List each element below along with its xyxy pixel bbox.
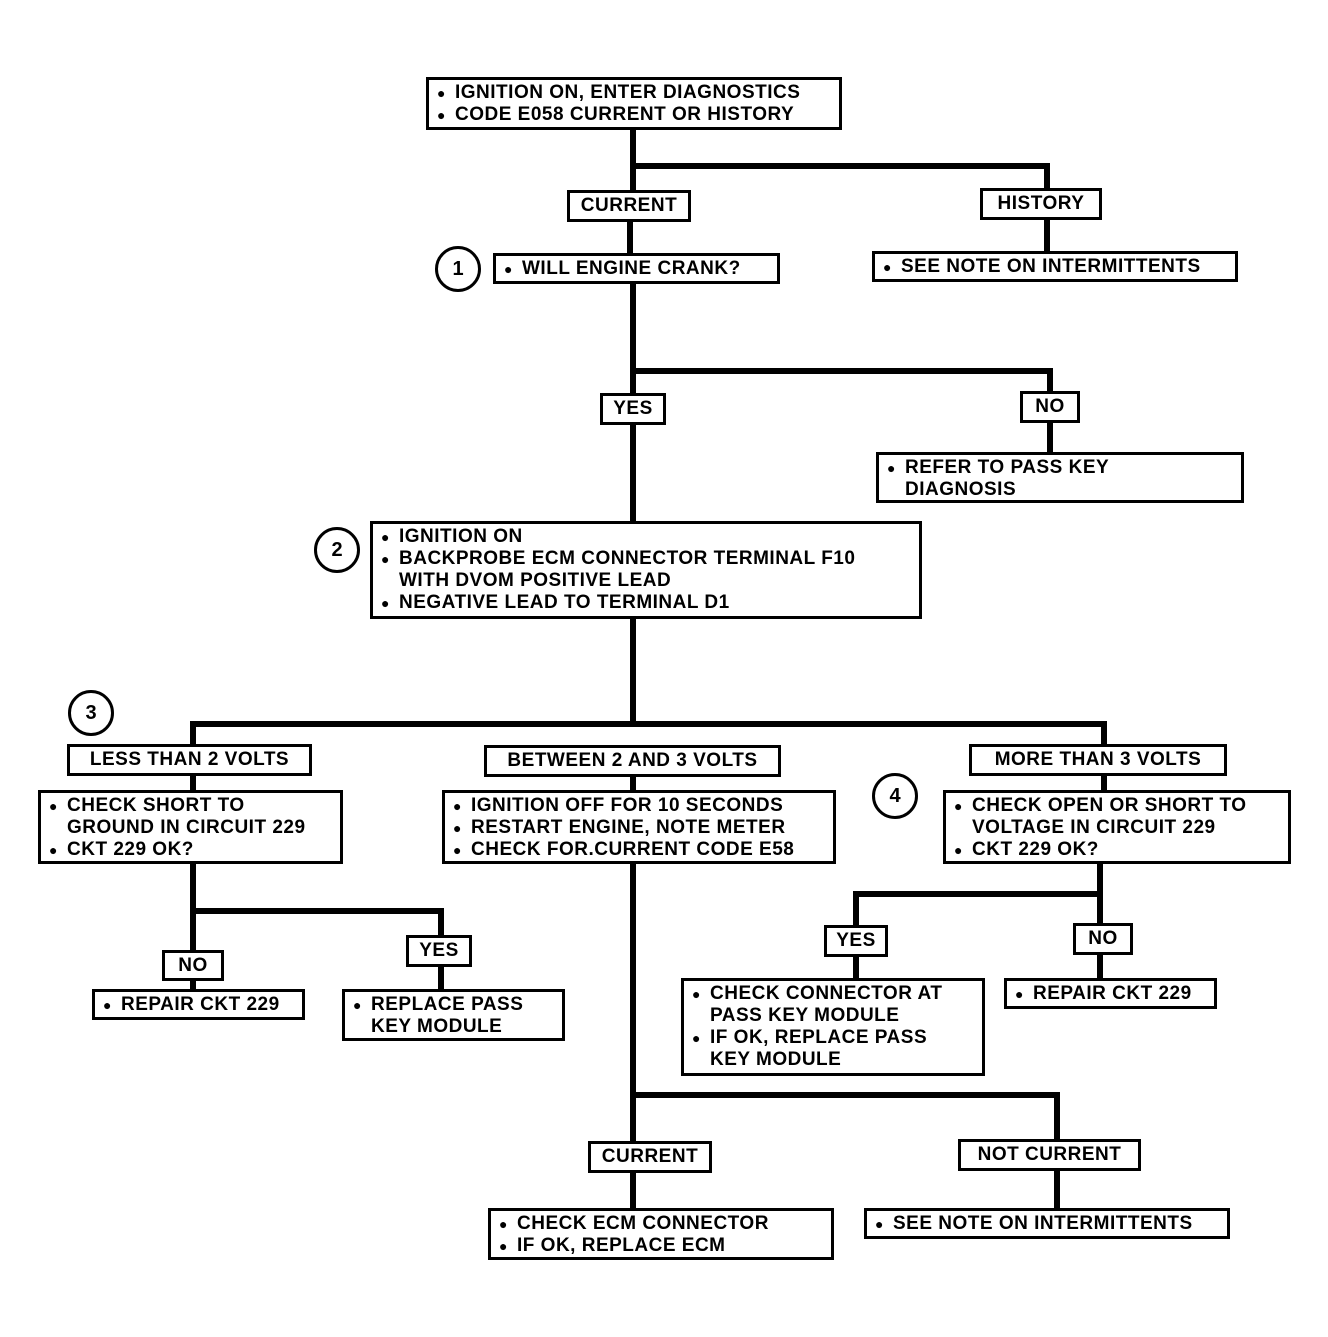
passkey-line-1: REFER TO PASS KEY xyxy=(887,457,1235,479)
start-box: IGNITION ON, ENTER DIAGNOSTICS CODE E058… xyxy=(426,77,842,130)
check-connector-line-2: PASS KEY MODULE xyxy=(710,1005,900,1026)
no-label-1: NO xyxy=(1020,391,1080,423)
yes-label-left: YES xyxy=(406,935,472,967)
step2-line-3: WITH DVOM POSITIVE LEAD xyxy=(399,570,672,591)
check-connector-line-3: IF OK, REPLACE PASS xyxy=(692,1027,976,1049)
intermittent-note-box: SEE NOTE ON INTERMITTENTS xyxy=(864,1208,1230,1239)
history-label: HISTORY xyxy=(980,188,1102,220)
short-ground-line-1: CHECK SHORT TO xyxy=(49,795,334,817)
no-label-left: NO xyxy=(162,950,224,981)
replace-passkey-box: REPLACE PASS KEY MODULE xyxy=(342,989,565,1041)
repair-right-box: REPAIR CKT 229 xyxy=(1004,978,1217,1009)
check-ecm-box: CHECK ECM CONNECTOR IF OK, REPLACE ECM xyxy=(488,1208,834,1260)
step2-box: IGNITION ON BACKPROBE ECM CONNECTOR TERM… xyxy=(370,521,922,619)
check-ecm-line-2: IF OK, REPLACE ECM xyxy=(499,1235,825,1257)
check-connector-box: CHECK CONNECTOR AT PASS KEY MODULE IF OK… xyxy=(681,978,985,1076)
yes-label-right: YES xyxy=(824,925,888,957)
check-connector-line-4: KEY MODULE xyxy=(710,1049,842,1070)
yes-label-1: YES xyxy=(600,393,666,425)
open-short-line-2: VOLTAGE IN CIRCUIT 229 xyxy=(972,817,1216,838)
crank-line-1: WILL ENGINE CRANK? xyxy=(504,258,771,280)
more-than-3-volts-label: MORE THAN 3 VOLTS xyxy=(969,744,1227,776)
crank-box: WILL ENGINE CRANK? xyxy=(493,253,780,284)
step2-line-4: NEGATIVE LEAD TO TERMINAL D1 xyxy=(381,592,913,614)
step-3-marker: 3 xyxy=(68,690,114,736)
step-4-marker: 4 xyxy=(872,773,918,819)
step-1-marker: 1 xyxy=(435,246,481,292)
open-short-line-1: CHECK OPEN OR SHORT TO xyxy=(954,795,1282,817)
short-ground-line-2: GROUND IN CIRCUIT 229 xyxy=(67,817,306,838)
ignition-off-line-1: IGNITION OFF FOR 10 SECONDS xyxy=(453,795,827,817)
repair-right-line-1: REPAIR CKT 229 xyxy=(1015,983,1208,1005)
short-ground-line-3: CKT 229 OK? xyxy=(49,839,334,861)
open-short-box: CHECK OPEN OR SHORT TO VOLTAGE IN CIRCUI… xyxy=(943,790,1291,864)
step2-line-2: BACKPROBE ECM CONNECTOR TERMINAL F10 xyxy=(381,548,913,570)
repair-left-box: REPAIR CKT 229 xyxy=(92,989,305,1020)
step-2-marker: 2 xyxy=(314,527,360,573)
current-label: CURRENT xyxy=(567,190,691,222)
passkey-line-2: DIAGNOSIS xyxy=(905,479,1017,500)
check-connector-line-1: CHECK CONNECTOR AT xyxy=(692,983,976,1005)
history-note-line-1: SEE NOTE ON INTERMITTENTS xyxy=(883,256,1229,278)
short-ground-box: CHECK SHORT TO GROUND IN CIRCUIT 229 CKT… xyxy=(38,790,343,864)
passkey-box: REFER TO PASS KEY DIAGNOSIS xyxy=(876,452,1244,503)
replace-passkey-line-2: KEY MODULE xyxy=(371,1016,503,1037)
start-line-1: IGNITION ON, ENTER DIAGNOSTICS xyxy=(437,82,833,104)
current-label-2: CURRENT xyxy=(588,1141,712,1173)
step2-line-1: IGNITION ON xyxy=(381,526,913,548)
between-2-and-3-volts-label: BETWEEN 2 AND 3 VOLTS xyxy=(484,745,781,777)
open-short-line-3: CKT 229 OK? xyxy=(954,839,1282,861)
no-label-right: NO xyxy=(1073,923,1133,955)
check-ecm-line-1: CHECK ECM CONNECTOR xyxy=(499,1213,825,1235)
replace-passkey-line-1: REPLACE PASS xyxy=(353,994,556,1016)
ignition-off-line-2: RESTART ENGINE, NOTE METER xyxy=(453,817,827,839)
start-line-2: CODE E058 CURRENT OR HISTORY xyxy=(437,104,833,126)
repair-left-line-1: REPAIR CKT 229 xyxy=(103,994,296,1016)
ignition-off-line-3: CHECK FOR.CURRENT CODE E58 xyxy=(453,839,827,861)
not-current-label: NOT CURRENT xyxy=(958,1139,1141,1171)
intermittent-note-line-1: SEE NOTE ON INTERMITTENTS xyxy=(875,1213,1221,1235)
less-than-2-volts-label: LESS THAN 2 VOLTS xyxy=(67,744,312,776)
history-note-box: SEE NOTE ON INTERMITTENTS xyxy=(872,251,1238,282)
ignition-off-box: IGNITION OFF FOR 10 SECONDS RESTART ENGI… xyxy=(442,790,836,864)
